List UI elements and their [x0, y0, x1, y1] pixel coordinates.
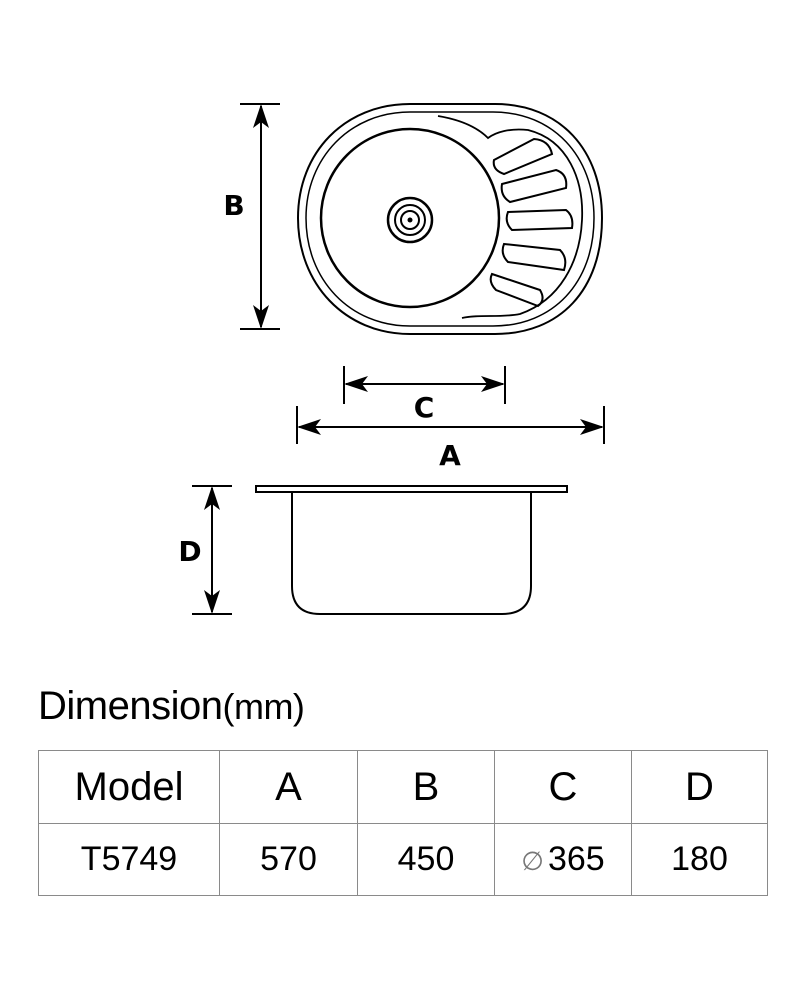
dimension-title: Dimension(mm)	[38, 684, 305, 729]
header-b: B	[357, 750, 495, 824]
bowl-circle	[319, 127, 501, 309]
dimension-a-label: A	[439, 439, 461, 472]
table-header-row: Model A B C D	[38, 750, 768, 824]
dimension-d-label: D	[178, 535, 201, 568]
drain-icon	[386, 196, 434, 244]
sink-outer-rim	[296, 103, 604, 335]
dimension-b	[240, 103, 280, 330]
sink-side-view	[255, 485, 568, 615]
header-a: A	[219, 750, 358, 824]
dimension-unit: (mm)	[222, 686, 305, 727]
dimension-b-label: B	[223, 189, 244, 222]
cell-model: T5749	[38, 823, 220, 896]
header-d: D	[631, 750, 768, 824]
dimension-table: Model A B C D T5749 570 450 ∅365 180	[38, 750, 768, 896]
table-row: T5749 570 450 ∅365 180	[38, 823, 768, 896]
cell-b: 450	[357, 823, 495, 896]
header-c: C	[494, 750, 632, 824]
sink-top-view	[296, 103, 604, 335]
dimension-c	[343, 366, 506, 404]
sink-technical-drawing: B C A D	[178, 103, 605, 615]
dimension-a	[296, 406, 605, 444]
sink-inner-rim	[305, 111, 595, 327]
header-model: Model	[38, 750, 220, 824]
cell-c: ∅365	[494, 823, 632, 896]
drainer-ribs	[489, 137, 574, 308]
dimension-d	[192, 485, 232, 615]
dimension-title-text: Dimension	[38, 684, 223, 728]
side-rim	[255, 485, 568, 493]
diameter-icon: ∅	[521, 847, 544, 877]
cell-a: 570	[219, 823, 358, 896]
cell-d: 180	[631, 823, 768, 896]
cell-c-value: 365	[547, 840, 605, 878]
dimension-c-label: C	[414, 391, 435, 424]
drainer-groove	[437, 115, 584, 319]
side-bowl	[291, 492, 532, 615]
